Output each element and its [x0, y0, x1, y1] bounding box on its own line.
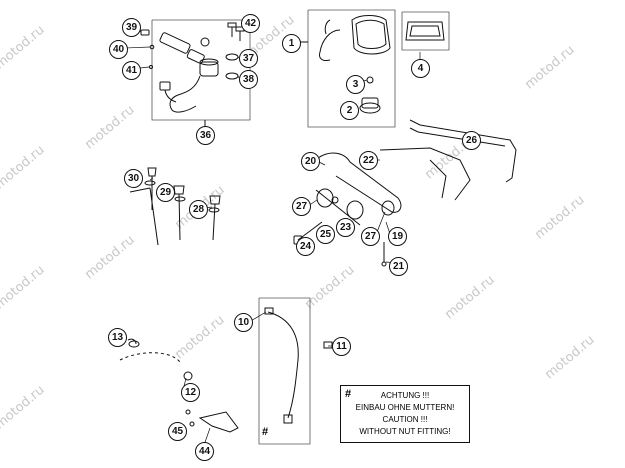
callout-45: 45 [168, 422, 187, 441]
callout-27a: 27 [292, 197, 311, 216]
callout-11: 11 [332, 337, 351, 356]
callout-27b: 27 [361, 227, 380, 246]
callout-38: 38 [239, 70, 258, 89]
callout-25: 25 [316, 225, 335, 244]
callout-23: 23 [336, 218, 355, 237]
callout-20: 20 [301, 152, 320, 171]
callout-1: 1 [282, 34, 301, 53]
callout-41: 41 [122, 61, 141, 80]
ignition-lock-group [140, 19, 251, 128]
notice-lines: ACHTUNG !!! EINBAU OHNE MUTTERN! CAUTION… [341, 390, 469, 438]
callout-28: 28 [189, 200, 208, 219]
notice-line: CAUTION !!! [382, 415, 428, 424]
callout-37: 37 [239, 49, 258, 68]
notice-line: EINBAU OHNE MUTTERN! [355, 403, 455, 412]
callout-22: 22 [359, 151, 378, 170]
callout-42: 42 [241, 14, 260, 33]
callout-26: 26 [462, 131, 481, 150]
callout-40: 40 [109, 40, 128, 59]
callout-29: 29 [156, 183, 175, 202]
notice-hash: # [345, 388, 352, 400]
caution-notice: # ACHTUNG !!! EINBAU OHNE MUTTERN! CAUTI… [340, 385, 470, 443]
callout-44: 44 [195, 442, 214, 461]
callout-19: 19 [388, 227, 407, 246]
notice-line: WITHOUT NUT FITTING! [359, 427, 451, 436]
hash-marker: # [262, 426, 269, 438]
callout-21: 21 [389, 257, 408, 276]
callout-36: 36 [196, 126, 215, 145]
callout-39: 39 [122, 18, 141, 37]
callout-3: 3 [346, 75, 365, 94]
mounting-bracket [293, 119, 517, 267]
notice-line: ACHTUNG !!! [380, 391, 430, 400]
callout-24: 24 [296, 237, 315, 256]
callout-12: 12 [181, 383, 200, 402]
callout-30: 30 [124, 169, 143, 188]
callout-10: 10 [234, 313, 253, 332]
speedometer-cable-group [258, 297, 333, 445]
sensor-bracket-group [119, 338, 239, 433]
callout-13: 13 [108, 328, 127, 347]
callout-4: 4 [411, 59, 430, 78]
callout-2: 2 [340, 101, 359, 120]
